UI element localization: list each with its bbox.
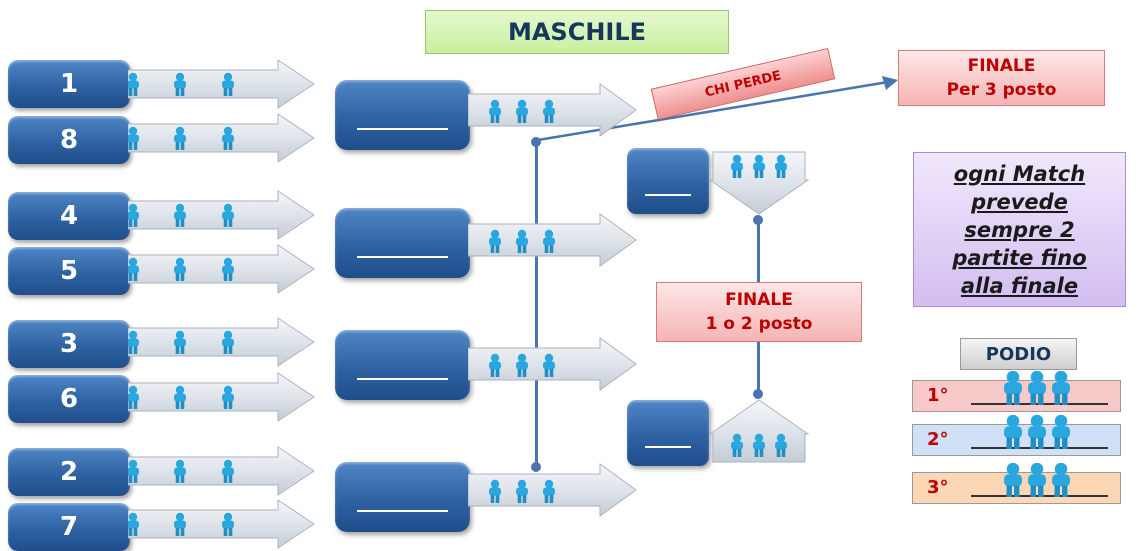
semifinal-connector-line bbox=[535, 142, 538, 468]
seed-box-6: 6 bbox=[8, 375, 130, 423]
seed-arrow-8 bbox=[128, 113, 315, 163]
match-box-4-5 bbox=[335, 208, 470, 278]
rules-note: ogni Match prevede sempre 2 partite fino… bbox=[913, 152, 1126, 307]
note-line-1: ogni Match bbox=[953, 161, 1086, 186]
match-blank-line bbox=[645, 446, 691, 448]
note-line-2: prevede bbox=[971, 189, 1068, 214]
seed-arrow-7 bbox=[128, 499, 315, 549]
seed-arrow-3 bbox=[128, 317, 315, 367]
connector-dot-top bbox=[531, 137, 541, 147]
note-line-3: sempre 2 bbox=[964, 217, 1075, 242]
seed-box-2: 2 bbox=[8, 448, 130, 496]
match-arrow-2 bbox=[468, 213, 637, 267]
match-blank-line bbox=[357, 378, 448, 380]
podium-row-1: 1° bbox=[912, 371, 1121, 412]
note-line-4: partite fino bbox=[952, 245, 1087, 270]
third-place-final-box: FINALE Per 3 posto bbox=[898, 50, 1105, 106]
match-arrow-3 bbox=[468, 337, 637, 391]
match-blank-line bbox=[357, 510, 448, 512]
match-blank-line bbox=[357, 128, 448, 130]
podium-label-1: 1° bbox=[927, 385, 949, 406]
up-arrow bbox=[709, 399, 809, 463]
third-place-final-line1: FINALE bbox=[967, 56, 1036, 76]
seed-box-8: 8 bbox=[8, 116, 130, 164]
podium-players-icon bbox=[1004, 415, 1070, 449]
down-arrow bbox=[709, 151, 809, 215]
final-dot-bottom bbox=[753, 389, 763, 399]
seed-box-1: 1 bbox=[8, 60, 130, 108]
seed-box-7: 7 bbox=[8, 503, 130, 551]
final-line2: 1 o 2 posto bbox=[705, 314, 813, 334]
podium-row-3: 3° bbox=[912, 463, 1121, 504]
final-line1: FINALE bbox=[725, 290, 793, 310]
match-box-2-7 bbox=[335, 462, 470, 532]
page-title: MASCHILE bbox=[425, 10, 729, 54]
podium-title: PODIO bbox=[960, 338, 1077, 370]
seed-arrow-2 bbox=[128, 446, 315, 496]
connector-dot-bottom bbox=[531, 462, 541, 472]
seed-box-4: 4 bbox=[8, 192, 130, 240]
loser-arrow bbox=[537, 76, 898, 142]
podium-label-3: 3° bbox=[927, 477, 949, 498]
match-blank-line bbox=[645, 194, 691, 196]
match-arrow-4 bbox=[468, 463, 637, 517]
podium-players-icon bbox=[1004, 371, 1070, 405]
seed-arrow-6 bbox=[128, 372, 315, 422]
finalist-box-top bbox=[627, 148, 709, 214]
podium-label-2: 2° bbox=[927, 429, 949, 450]
podium-players-icon bbox=[1004, 463, 1070, 497]
match-box-3-6 bbox=[335, 330, 470, 400]
finalist-box-bottom bbox=[627, 400, 709, 466]
seed-box-5: 5 bbox=[8, 247, 130, 295]
seed-box-3: 3 bbox=[8, 320, 130, 368]
third-place-final-line2: Per 3 posto bbox=[946, 80, 1057, 100]
note-line-5: alla finale bbox=[960, 273, 1079, 298]
seed-arrow-5 bbox=[128, 244, 315, 294]
match-box-1-8 bbox=[335, 80, 470, 150]
podium-row-2: 2° bbox=[912, 415, 1121, 456]
seed-arrow-4 bbox=[128, 190, 315, 240]
match-blank-line bbox=[357, 256, 448, 258]
seed-arrow-1 bbox=[128, 59, 315, 109]
final-dot-top bbox=[753, 215, 763, 225]
match-arrow-1 bbox=[468, 83, 637, 137]
final-box: FINALE 1 o 2 posto bbox=[656, 282, 862, 342]
